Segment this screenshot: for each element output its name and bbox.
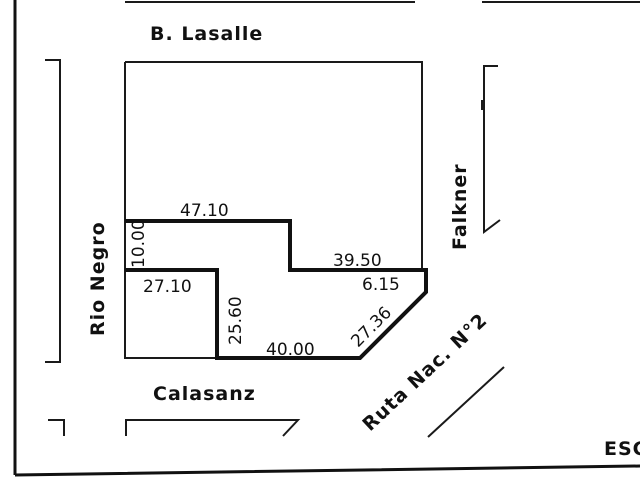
west-block-bracket xyxy=(45,59,61,363)
measure-40-00: 40.00 xyxy=(266,340,315,360)
route-2-edge xyxy=(427,366,505,438)
street-label-calasanz: Calasanz xyxy=(153,383,256,405)
southwest-block-corner xyxy=(48,419,65,436)
measure-39-50: 39.50 xyxy=(333,251,382,271)
east-block-bracket xyxy=(483,65,501,234)
street-label-falkner: Falkner xyxy=(449,163,471,250)
map-frame xyxy=(13,0,640,477)
street-label-corner-partial: ESC xyxy=(604,438,640,460)
parcel-boundary xyxy=(125,219,428,360)
measure-27-10: 27.10 xyxy=(143,277,192,297)
measure-6-15: 6.15 xyxy=(362,275,400,295)
street-label-lasalle: B. Lasalle xyxy=(150,23,263,45)
south-block-edge xyxy=(125,419,301,437)
measure-47-10: 47.10 xyxy=(180,201,229,221)
measure-25-60: 25.60 xyxy=(226,296,246,345)
street-label-rio-negro: Rio Negro xyxy=(87,221,109,336)
measure-10-00: 10.00 xyxy=(129,219,149,268)
